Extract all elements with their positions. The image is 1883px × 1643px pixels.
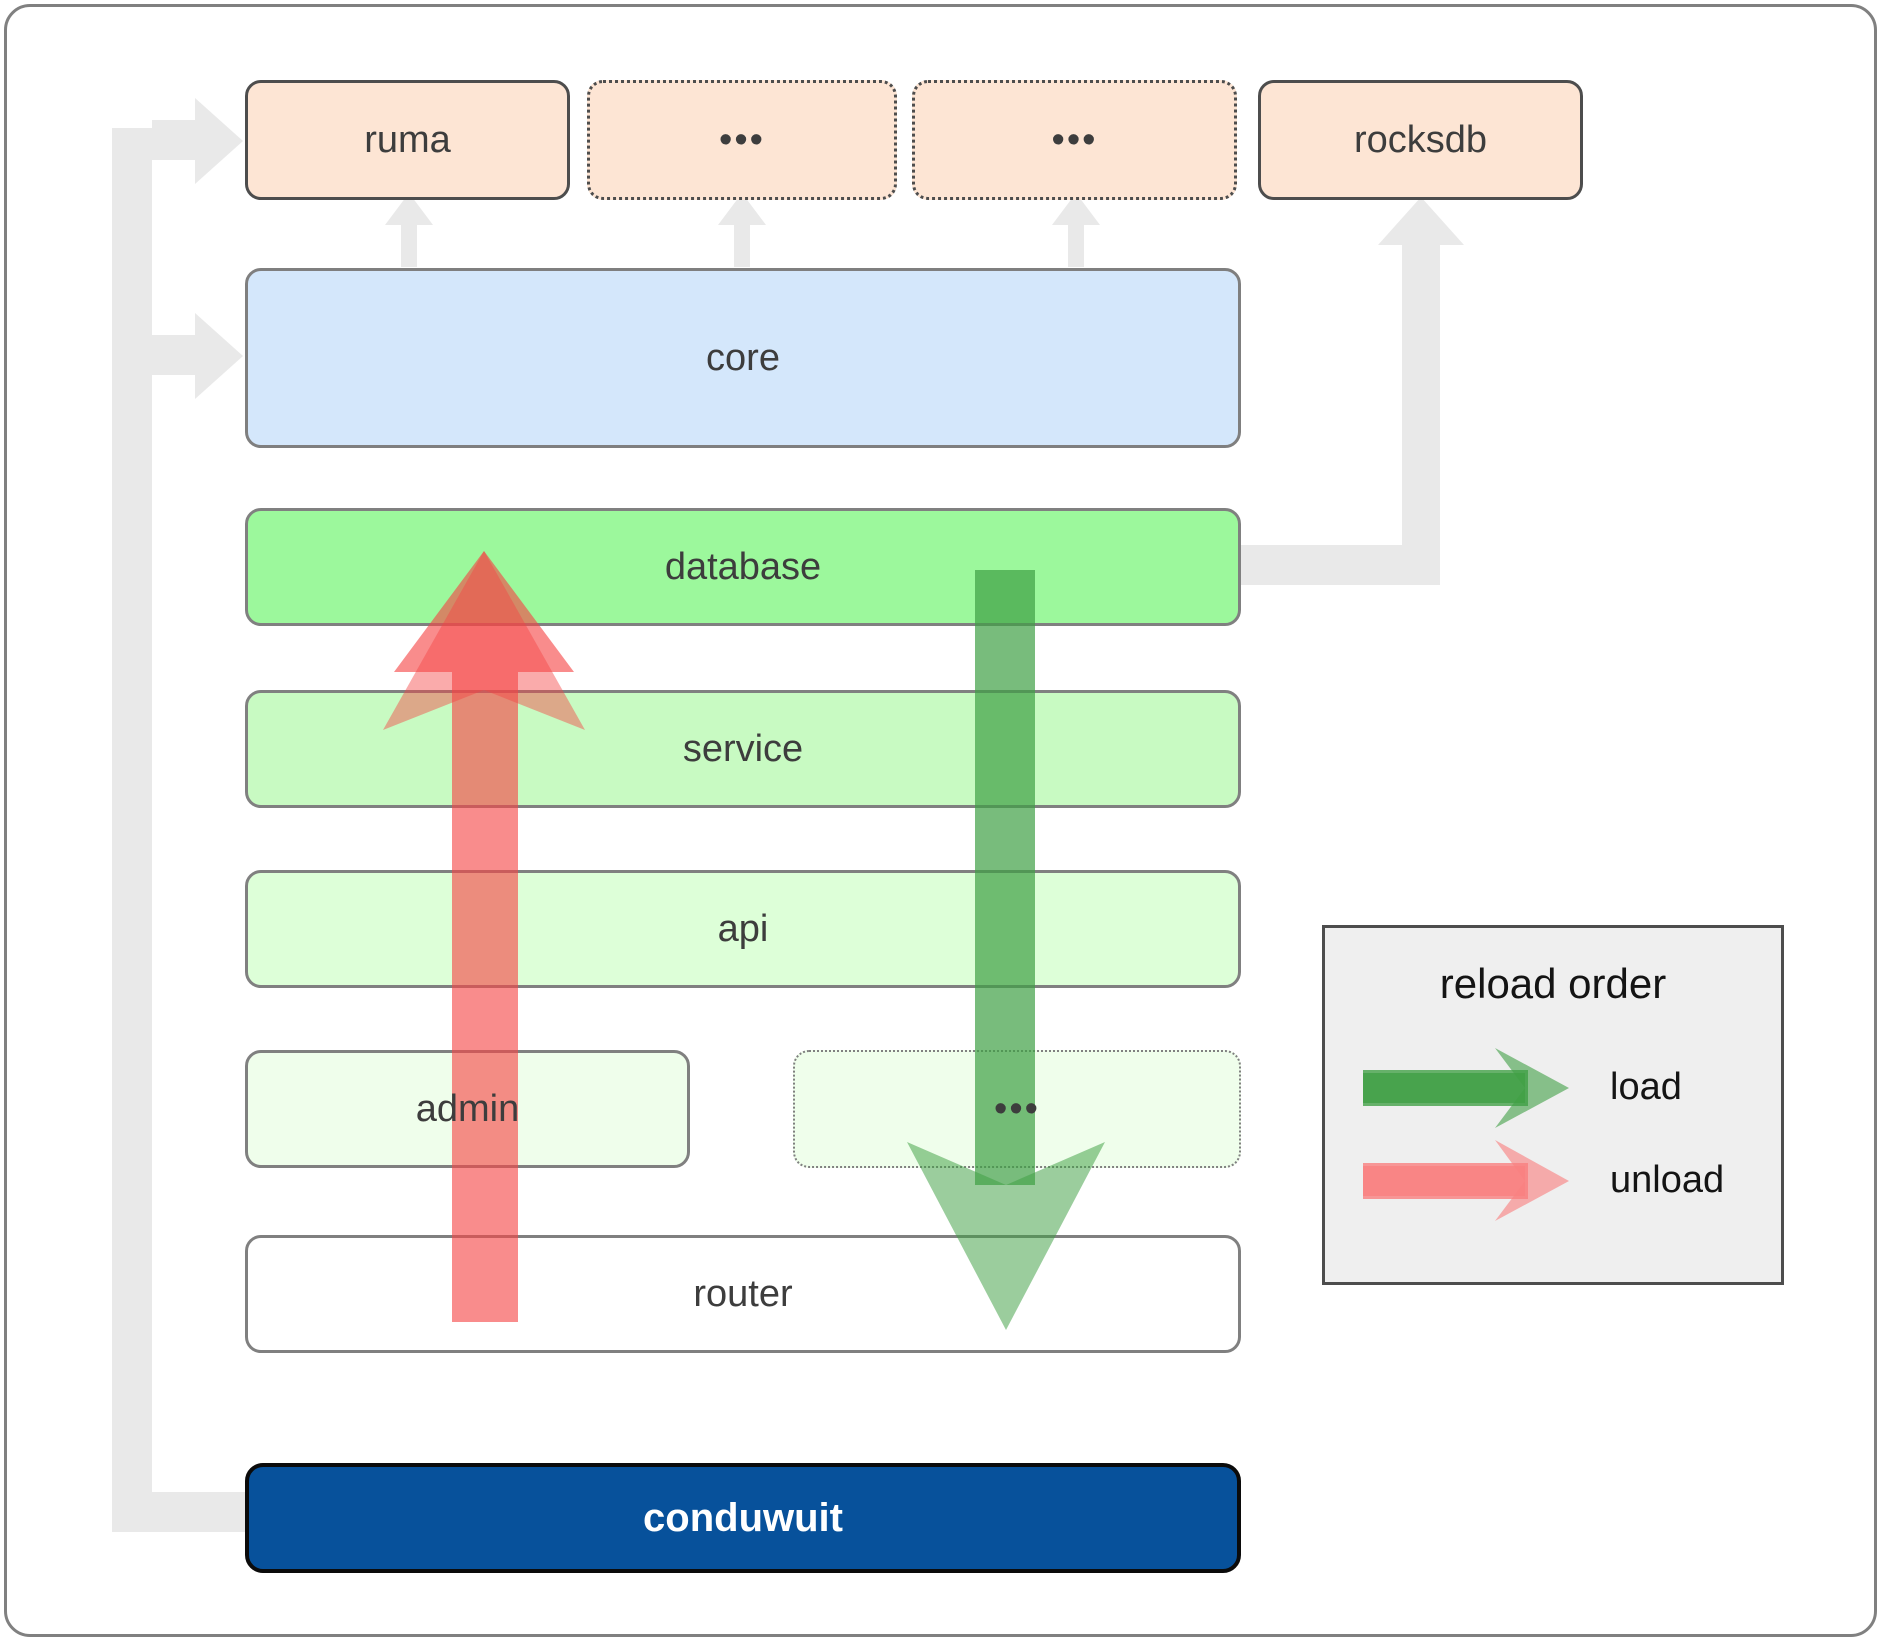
- layer-label-admin: admin: [415, 1087, 520, 1130]
- app-label-conduwuit: conduwuit: [643, 1495, 843, 1540]
- core-box[interactable]: core: [245, 268, 1241, 448]
- connector-core-to-dep2: [1052, 193, 1100, 267]
- app-box-conduwuit[interactable]: conduwuit: [245, 1463, 1241, 1573]
- connector-left-trunk: [112, 128, 152, 1492]
- legend-arrows: [1363, 1048, 1569, 1221]
- unload-flow-arrow: [394, 551, 574, 1322]
- layer-box-database[interactable]: database: [245, 508, 1241, 626]
- connector-core-to-dep1: [718, 193, 766, 267]
- legend-load-arrowhead-icon: [1495, 1048, 1569, 1128]
- connector-conduwuit-to-trunk: [112, 1492, 248, 1532]
- unload-flow-arrow-head-wide: [383, 551, 585, 730]
- layer-label-api: api: [717, 907, 769, 950]
- layer-box-api[interactable]: api: [245, 870, 1241, 988]
- dependency-label-rocksdb: rocksdb: [1353, 118, 1488, 161]
- legend-panel: reload order load unload: [1322, 925, 1784, 1285]
- legend-label-unload: unload: [1610, 1159, 1725, 1201]
- dependency-label-placeholder-1: •••: [719, 118, 765, 161]
- connector-branch-to-ruma: [152, 98, 243, 184]
- dependency-label-ruma: ruma: [364, 118, 451, 161]
- connector-branch-to-core: [152, 313, 243, 399]
- dependency-box-ruma[interactable]: ruma: [245, 80, 570, 200]
- legend-load-arrow-body-icon: [1363, 1070, 1528, 1106]
- legend-unload-arrowhead-icon: [1495, 1140, 1569, 1221]
- load-flow-arrow-head-wide: [907, 1142, 1105, 1330]
- load-flow-arrow: [975, 570, 1035, 1185]
- dependency-label-placeholder-2: •••: [1051, 118, 1098, 161]
- layer-label-placeholder: •••: [994, 1087, 1040, 1130]
- layer-label-router: router: [693, 1272, 793, 1315]
- dependency-box-placeholder-1[interactable]: •••: [587, 80, 897, 200]
- layer-box-service[interactable]: service: [245, 690, 1241, 808]
- connector-database-to-rocksdb: [1240, 197, 1464, 585]
- layer-box-router[interactable]: router: [245, 1235, 1241, 1353]
- core-label: core: [706, 336, 780, 379]
- connector-core-to-ruma: [385, 193, 433, 267]
- dependency-box-placeholder-2[interactable]: •••: [912, 80, 1237, 200]
- layer-label-database: database: [664, 545, 822, 588]
- layer-label-service: service: [682, 727, 804, 770]
- legend-label-load: load: [1610, 1066, 1682, 1108]
- dependency-box-rocksdb[interactable]: rocksdb: [1258, 80, 1583, 200]
- legend-unload-arrow-body-icon: [1363, 1163, 1528, 1199]
- legend-title: reload order: [1439, 960, 1667, 1007]
